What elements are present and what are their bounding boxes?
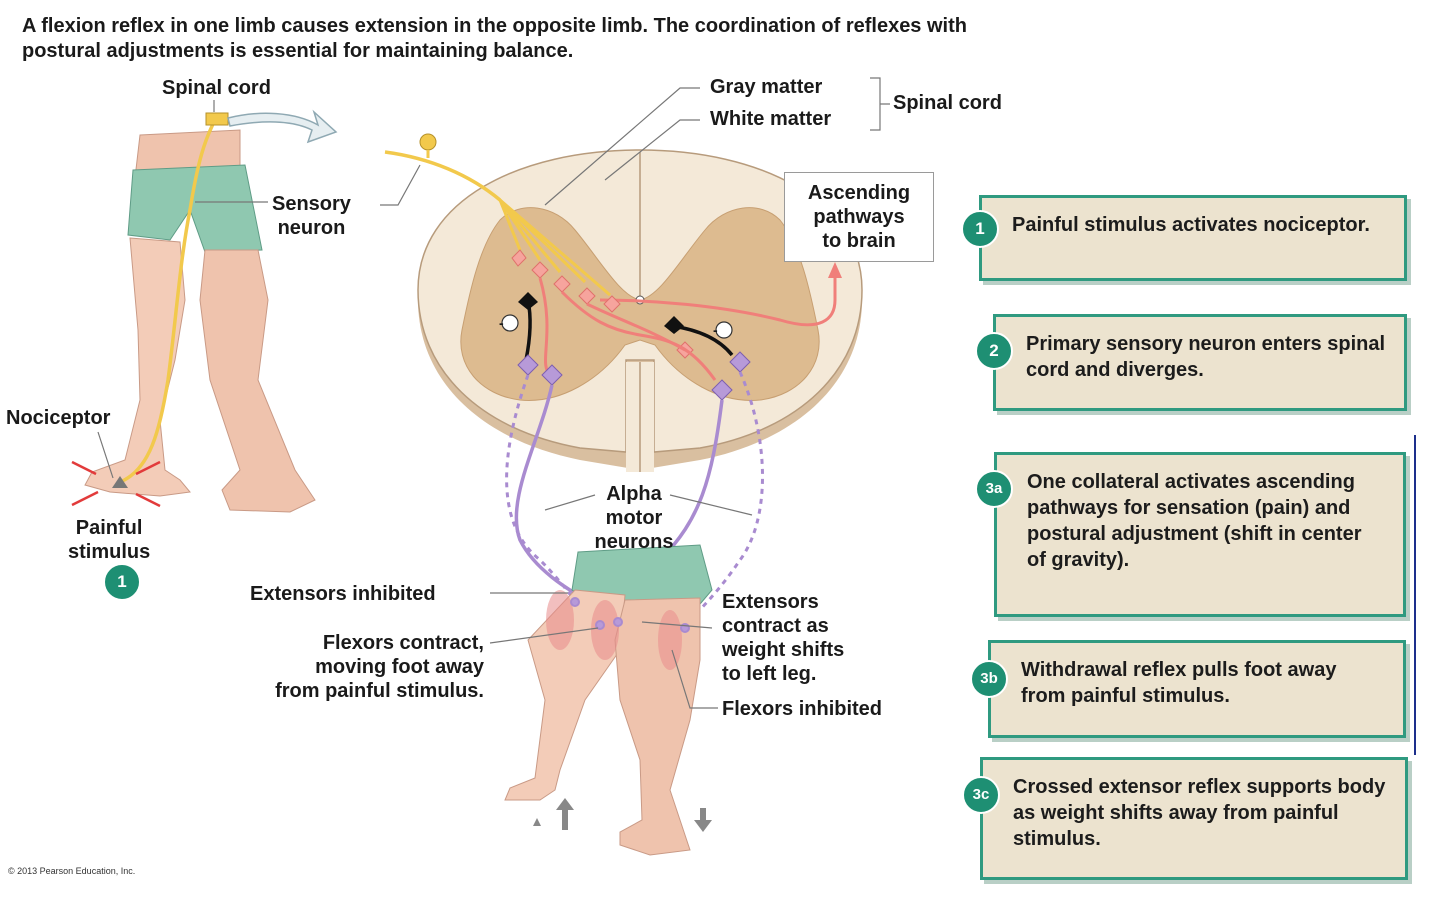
nociceptor-marker [112, 476, 128, 488]
zoom-arrow [227, 109, 338, 144]
step-box-3a: One collateral activates ascending pathw… [994, 452, 1406, 617]
step-text-3a: One collateral activates ascending pathw… [1027, 471, 1362, 571]
left-figure [71, 100, 338, 513]
inhibitory-sign-left: - [499, 315, 504, 331]
lower-figure [489, 544, 718, 856]
step-text-2: Primary sensory neuron enters spinal cor… [1026, 333, 1386, 381]
step-box-3b: Withdrawal reflex pulls foot away from p… [988, 640, 1406, 738]
label-spinal-cord-bracket: Spinal cord [893, 92, 1002, 114]
step-badge-3b: 3b [970, 660, 1008, 698]
label-painful-stimulus: Painful stimulus [68, 517, 151, 563]
label-gray-matter: Gray matter [710, 76, 823, 98]
ascending-pathway [599, 275, 837, 327]
inhibitory-sign-right: - [713, 322, 718, 338]
step-text-3c: Crossed extensor reflex supports body as… [1013, 776, 1386, 850]
figure-caption: A flexion reflex in one limb causes exte… [22, 15, 967, 62]
ground-force-arrows [533, 798, 712, 832]
label-alpha-motor-neurons: Alpha motor neurons [594, 483, 674, 553]
label-spinal-cord-top: Spinal cord [162, 77, 271, 99]
sensory-neuron-root [384, 150, 502, 202]
copyright-notice: © 2013 Pearson Education, Inc. [8, 866, 136, 876]
step-text-1: Painful stimulus activates nociceptor. [1012, 214, 1370, 236]
painful-stimulus-arrows [71, 460, 161, 508]
step-box-1: Painful stimulus activates nociceptor. [979, 195, 1407, 281]
label-flexors-inhibited: Flexors inhibited [722, 698, 883, 720]
label-ascending-pathways: Ascending pathways to brain [784, 172, 934, 262]
left-figure-shorts [127, 164, 263, 253]
step-text-3b: Withdrawal reflex pulls foot away from p… [1021, 659, 1337, 707]
sensory-ganglion [419, 133, 437, 151]
label-sensory-neuron: Sensory neuron [272, 193, 351, 239]
label-extensors-contract: Extensors contract as weight shifts to l… [722, 591, 845, 685]
spinal-cord-cross-section [380, 77, 890, 627]
step-badge-3c: 3c [962, 776, 1000, 814]
step-box-3c: Crossed extensor reflex supports body as… [980, 757, 1408, 880]
motor-axon-inhibited-1 [505, 374, 577, 602]
spinal-cord-marker [205, 112, 229, 126]
label-extensors-inhibited: Extensors inhibited [250, 583, 436, 605]
motor-axon-inhibited-2 [683, 371, 764, 627]
step-badge-3a: 3a [975, 470, 1013, 508]
motor-neuron-bodies [517, 351, 751, 401]
stimulus-step-badge: 1 [103, 563, 141, 601]
label-nociceptor: Nociceptor [6, 407, 111, 429]
label-flexors-contract: Flexors contract, moving foot away from … [275, 632, 484, 702]
step-box-2: Primary sensory neuron enters spinal cor… [993, 314, 1407, 411]
label-white-matter: White matter [710, 108, 832, 130]
step-badge-2: 2 [975, 332, 1013, 370]
sensory-nerve-leg [119, 121, 216, 484]
step-badge-1: 1 [961, 210, 999, 248]
